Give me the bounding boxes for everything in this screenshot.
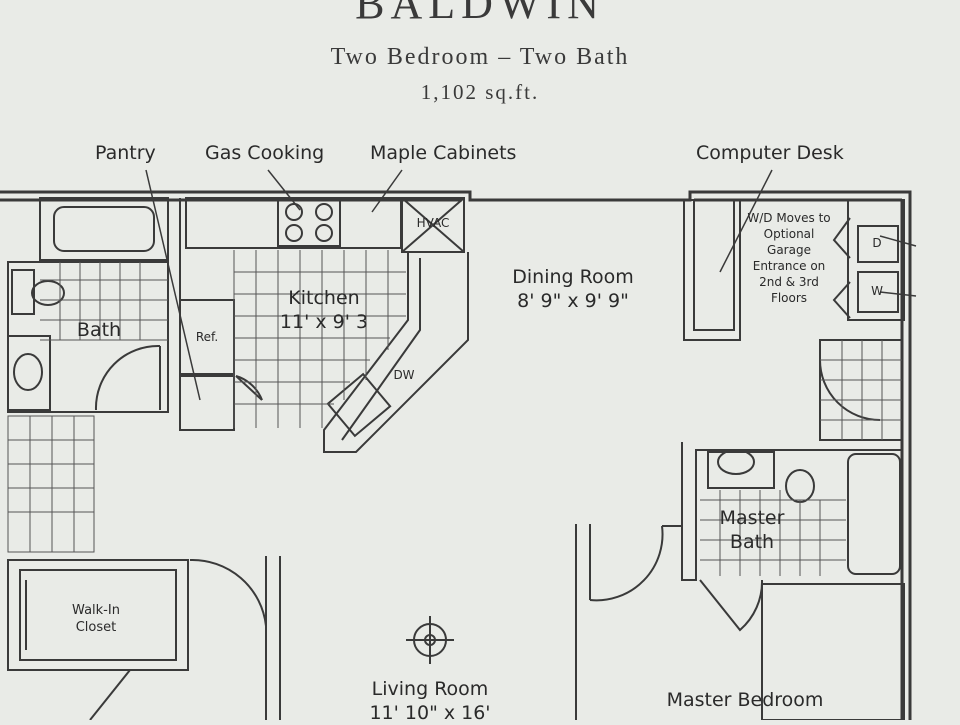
- bath-room-walls: [7, 197, 169, 413]
- dishwasher-label: DW: [393, 368, 415, 382]
- dining-room-label: Dining Room 8' 9" x 9' 9": [488, 265, 658, 313]
- lower-walls: [7, 524, 905, 720]
- callout-maple-cabinets: Maple Cabinets: [370, 142, 517, 164]
- refrigerator-label: Ref.: [195, 330, 219, 344]
- living-room-name: Living Room: [371, 678, 489, 700]
- wd-note: W/D Moves to Optional Garage Entrance on…: [747, 211, 831, 305]
- plan-area: 1,102 sq.ft.: [420, 80, 540, 104]
- hall-tiles: [7, 415, 95, 553]
- bath-floor-tiles: [40, 262, 168, 341]
- living-room-label: Living Room 11' 10" x 16': [350, 677, 510, 725]
- callout-leaders: [145, 169, 917, 401]
- bath-label: Bath: [76, 319, 122, 341]
- dryer-label: D: [872, 236, 882, 250]
- callout-gas-cooking: Gas Cooking: [205, 142, 325, 164]
- kitchen-floor-tiles: [233, 250, 406, 428]
- master-bath-walls: [681, 339, 903, 632]
- dining-room-size: 8' 9" x 9' 9": [517, 290, 629, 312]
- hvac-label: HVAC: [416, 216, 450, 230]
- master-bath-label: Master Bath: [719, 507, 785, 553]
- callout-computer-desk: Computer Desk: [696, 142, 844, 164]
- living-room-size: 11' 10" x 16': [369, 702, 491, 724]
- kitchen-size: 11' x 9' 3: [279, 311, 369, 333]
- ceiling-fan-icon: [406, 616, 454, 664]
- kitchen-label: Kitchen 11' x 9' 3: [250, 286, 398, 334]
- desk-walls: [683, 199, 905, 341]
- washer-label: W: [871, 284, 883, 298]
- master-bath-tiles: [700, 340, 902, 576]
- plan-subtitle: Two Bedroom – Two Bath: [330, 44, 630, 70]
- master-bedroom-label: Master Bedroom: [666, 689, 824, 711]
- plan-title: BALDWIN: [355, 0, 605, 28]
- dining-room-name: Dining Room: [512, 266, 634, 288]
- callout-pantry: Pantry: [95, 142, 156, 164]
- kitchen-name: Kitchen: [288, 287, 360, 309]
- walk-in-closet-label: Walk-In Closet: [72, 603, 120, 635]
